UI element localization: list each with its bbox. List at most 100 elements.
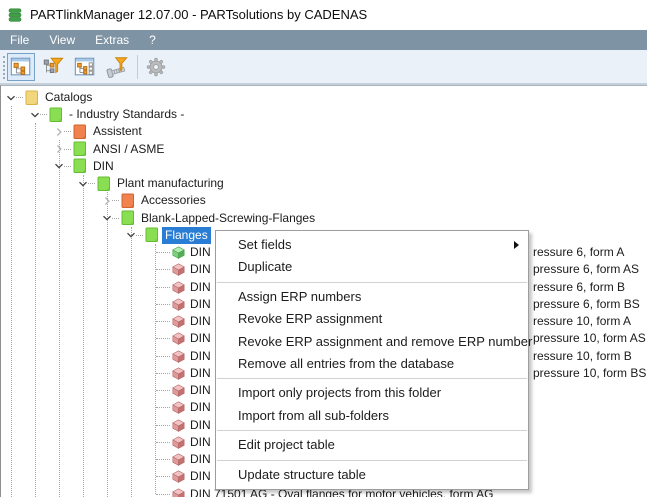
tree-item-clipped-text: pressure 6, form AS <box>533 262 640 277</box>
chevron-down-icon[interactable] <box>6 93 16 103</box>
menu-item-assign-erp-numbers[interactable]: Assign ERP numbers <box>216 286 528 308</box>
structure-list-view-button[interactable] <box>71 53 99 81</box>
chevron-down-icon[interactable] <box>126 230 136 240</box>
menu-item-duplicate[interactable]: Duplicate <box>216 256 528 278</box>
tree-guide-stub <box>156 338 170 340</box>
tree-window-icon <box>9 55 33 79</box>
tree-item-flanges[interactable]: Flanges <box>162 226 211 244</box>
tree-item-din[interactable]: DIN <box>190 452 211 467</box>
tree-item-catalogs[interactable]: Catalogs <box>45 90 93 104</box>
tree-item-din[interactable]: DIN <box>93 158 114 173</box>
window-title: PARTlinkManager 12.07.00 - PARTsolutions… <box>30 7 368 22</box>
settings-button[interactable] <box>142 53 170 81</box>
tree-item-din[interactable]: DIN <box>190 417 211 432</box>
tree-item-din-71501-ag-oval-flanges-for-motor-vehicles-form-ag[interactable]: DIN 71501 AG - Oval flanges for motor ve… <box>190 486 494 497</box>
tree-guide-line <box>83 175 84 497</box>
folder-green-icon <box>73 158 87 174</box>
tree-item-din[interactable]: DIN <box>190 314 211 329</box>
chevron-down-icon[interactable] <box>54 161 64 171</box>
tree-guide-stub <box>40 114 47 116</box>
tree-item-din[interactable]: DIN <box>190 331 211 346</box>
menu-item-label: Import from all sub-folders <box>238 407 389 423</box>
tree-item-assistent[interactable]: Assistent <box>93 124 142 139</box>
cube-red-icon <box>172 470 185 484</box>
tree-item-clipped-text: ressure 6, form B <box>533 279 626 294</box>
database-icon <box>7 7 23 23</box>
toolbar <box>0 50 647 85</box>
tree-guide-stub <box>16 97 23 98</box>
tree-item-clipped-text: pressure 10, form AS <box>533 331 646 346</box>
menu-separator <box>217 281 527 283</box>
cube-red-icon <box>172 332 185 346</box>
tree-item-industry-standards[interactable]: - Industry Standards - <box>69 107 185 122</box>
menubar-item-extras[interactable]: Extras <box>95 33 130 47</box>
tree-guide-stub <box>156 252 170 254</box>
tree-item-accessories[interactable]: Accessories <box>141 193 206 208</box>
tree-filter-icon <box>41 55 65 79</box>
tree-guide-line <box>35 123 36 497</box>
toolbar-separator <box>137 55 138 79</box>
tree-item-plant-manufacturing[interactable]: Plant manufacturing <box>117 176 224 191</box>
menu-item-remove-all-entries-from-the-database[interactable]: Remove all entries from the database <box>216 353 528 375</box>
menubar-item-view[interactable]: View <box>49 33 76 47</box>
submenu-arrow-icon <box>514 241 519 249</box>
toolbar-grip-handle[interactable] <box>3 56 5 79</box>
tree-item-din[interactable]: DIN <box>190 296 211 311</box>
cube-red-icon <box>172 384 185 397</box>
folder-green-icon <box>145 227 159 243</box>
tree-item-ansi-asme[interactable]: ANSI / ASME <box>93 141 165 156</box>
cube-red-icon <box>172 453 185 466</box>
chevron-right-icon[interactable] <box>102 196 112 206</box>
tree-guide-line <box>59 140 60 497</box>
tree-guide-line <box>131 227 132 497</box>
cube-red-icon <box>172 401 185 415</box>
cube-red-icon <box>172 367 185 380</box>
chevron-right-icon[interactable] <box>54 144 64 154</box>
chevron-right-icon[interactable] <box>54 127 64 137</box>
tree-guide-stub <box>136 234 143 236</box>
tree-item-din[interactable]: DIN <box>190 348 211 363</box>
menu-item-label: Revoke ERP assignment and remove ERP num… <box>238 333 533 349</box>
menubar-item-help[interactable]: ? <box>149 33 156 47</box>
tree-guide-line <box>107 192 108 497</box>
structure-view-button[interactable] <box>7 53 35 81</box>
tree-guide-stub <box>64 165 71 167</box>
tree-guide-stub <box>156 390 170 392</box>
tree-item-din[interactable]: DIN <box>190 245 211 260</box>
gear-icon <box>144 55 168 79</box>
tree-guide-stub <box>156 303 170 305</box>
tree-item-din[interactable]: DIN <box>190 279 211 294</box>
chevron-down-icon[interactable] <box>78 179 88 189</box>
tree-item-din[interactable]: DIN <box>190 383 211 398</box>
screw-filter-icon <box>105 55 129 79</box>
cube-red-icon <box>172 263 185 277</box>
menu-item-update-structure-table[interactable]: Update structure table <box>216 464 528 486</box>
menu-item-label: Edit project table <box>238 437 335 453</box>
part-filter-button[interactable] <box>103 53 131 81</box>
tree-item-din[interactable]: DIN <box>190 365 211 380</box>
menu-item-label: Remove all entries from the database <box>238 355 455 371</box>
tree-guide-stub <box>156 441 170 443</box>
tree-item-din[interactable]: DIN <box>190 262 211 277</box>
menu-item-set-fields[interactable]: Set fields <box>216 234 528 256</box>
menu-item-revoke-erp-assignment-and-remove-erp-number[interactable]: Revoke ERP assignment and remove ERP num… <box>216 331 532 353</box>
tree-item-din[interactable]: DIN <box>190 400 211 415</box>
chevron-down-icon[interactable] <box>30 110 40 120</box>
tree-guide-line <box>155 244 156 494</box>
tree-item-din[interactable]: DIN <box>190 469 211 484</box>
structure-filter-view-button[interactable] <box>39 53 67 81</box>
menu-item-edit-project-table[interactable]: Edit project table <box>216 434 528 456</box>
tree-item-din[interactable]: DIN <box>190 434 211 449</box>
menu-item-import-only-projects-from-this-folder[interactable]: Import only projects from this folder <box>216 382 528 404</box>
menubar-item-file[interactable]: File <box>10 33 30 47</box>
folder-green-icon <box>49 107 63 123</box>
menu-item-import-from-all-sub-folders[interactable]: Import from all sub-folders <box>216 405 528 427</box>
tree-guide-stub <box>156 476 170 478</box>
menu-separator <box>217 378 527 380</box>
menu-item-revoke-erp-assignment[interactable]: Revoke ERP assignment <box>216 308 528 330</box>
tree-guide-stub <box>156 493 170 495</box>
chevron-down-icon[interactable] <box>102 213 112 223</box>
tree-item-blank-lapped-screwing-flanges[interactable]: Blank-Lapped-Screwing-Flanges <box>141 210 316 225</box>
tree-item-clipped-text: pressure 10, form BS <box>533 365 647 380</box>
